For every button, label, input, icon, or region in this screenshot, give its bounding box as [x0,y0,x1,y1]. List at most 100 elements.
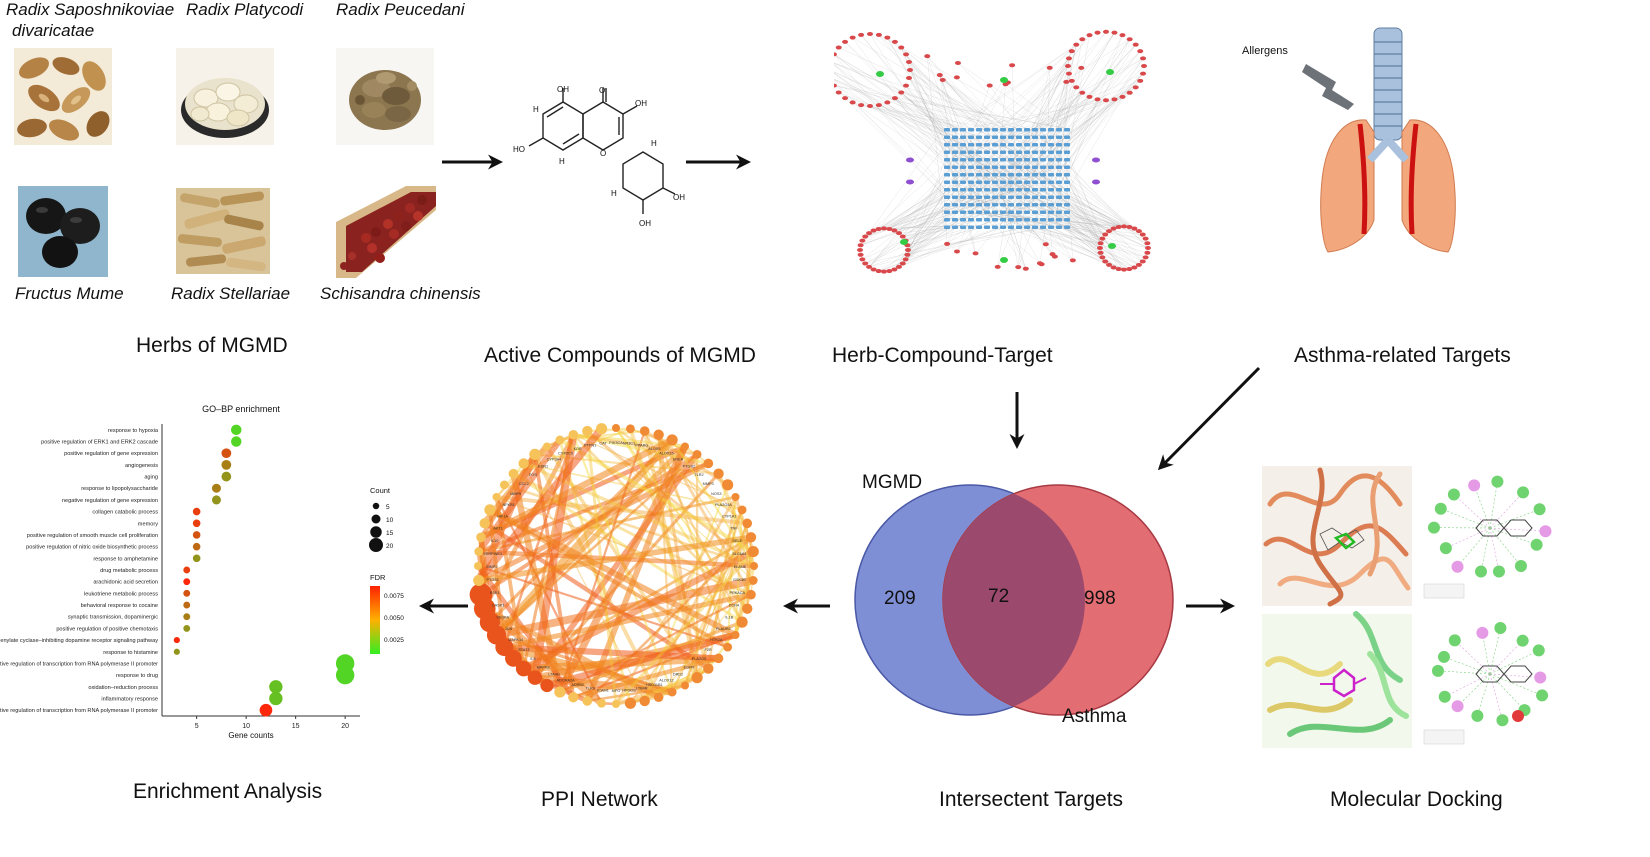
compound-node [1086,94,1093,99]
ppi-node-label: IL10 [491,539,498,543]
compound-node [1142,236,1149,241]
data-point [183,589,191,597]
compound-node [1097,250,1104,255]
ppi-node-label: ICAM1 [597,688,609,692]
allergens-label: Allergens [1242,45,1288,57]
compound-node [1126,267,1133,272]
target-node [984,195,990,199]
ppi-node [626,424,635,434]
atom-H-2p: H [651,139,657,148]
compound-node [1042,242,1049,247]
y-tick-label: positive regulation of ERK1 and ERK2 cas… [41,440,158,446]
target-node [976,150,982,154]
ppi-edge [614,496,737,705]
herb-node [1000,77,1008,83]
ppi-edge [488,507,737,638]
compound-node [881,269,887,274]
ppi-node [568,692,579,703]
target-node [1032,210,1038,214]
compound-node [986,83,993,88]
compound-node [858,32,865,37]
ppi-node-label: NR3C1 [623,442,635,446]
target-node [1008,158,1014,162]
compound-node [1121,267,1127,272]
target-node [1008,128,1014,132]
x-tick-label: 20 [341,723,349,730]
compound-node [1115,267,1122,272]
y-tick-label: positive regulation of gene expression [64,451,158,457]
panel-label-asthma: Asthma-related Targets [1294,344,1511,367]
target-node [1056,225,1062,229]
target-node [944,195,950,199]
compound-node [849,35,856,40]
compound-node [1079,37,1086,42]
compound-node [903,83,910,88]
compound-node [1094,97,1101,102]
compound-node [835,45,842,50]
atom-H-8: H [559,157,565,166]
residue-node [1476,626,1489,639]
target-node [952,173,958,177]
compound-node [1106,262,1113,267]
ppi-node-label: HSD11B1 [646,683,663,687]
target-node [1056,150,1062,154]
target-node [1040,203,1046,207]
compound-node [944,241,951,246]
target-node [952,128,958,132]
y-tick-label: positive regulation of nitric oxide bios… [26,545,158,551]
ppi-node-label: NFKB1 [502,503,514,507]
chart-title: GO–BP enrichment [202,404,280,414]
ppi-node [746,589,756,600]
panel-label-enrichment: Enrichment Analysis [133,780,323,803]
y-tick-label: arachidonic acid secretion [93,580,158,586]
target-node [1024,150,1030,154]
target-node [960,143,966,147]
target-node [1000,203,1006,207]
compound-node [953,249,960,254]
ppi-edge [572,433,749,610]
target-node [992,128,998,132]
target-node [952,210,958,214]
data-point [221,471,232,482]
target-node [1024,128,1030,132]
compound-node [1073,85,1080,90]
ppi-node-label: PPARG [635,444,648,448]
herb-5-name: Radix Stellariae [171,284,291,303]
venn-intersection [943,485,1085,715]
ppi-edge [586,430,754,581]
ppi-edge [478,534,752,584]
compound-node [858,103,865,108]
target-node [960,135,966,139]
target-node [976,158,982,162]
ppi-node [747,545,759,558]
residue-node [1475,565,1488,578]
ppi-node [568,429,579,440]
ppi-node [703,663,714,674]
data-point [173,648,180,655]
data-point [183,566,191,574]
ppi-edge [495,462,525,498]
ppi-node-label: MMP9 [510,492,521,496]
herb-photo-stellariae [176,188,270,274]
y-tick-label: response to amphetamine [93,556,158,562]
ppi-node [474,547,484,556]
hct-edges [834,31,1149,272]
size-legend-dot [370,526,382,538]
data-point [211,495,221,505]
target-node [1048,225,1054,229]
target-node [1032,203,1038,207]
herb-photo-mume [18,186,108,277]
ppi-node [612,424,620,432]
target-node [1016,210,1022,214]
target-node [1032,225,1038,229]
target-node [1000,150,1006,154]
target-node [1016,225,1022,229]
target-node [1032,188,1038,192]
target-node [960,150,966,154]
compound-node [1102,259,1109,264]
compound-node [1126,90,1133,95]
compound-node [1111,97,1118,102]
target-node [992,165,998,169]
ppi-node [722,479,734,491]
y-tick-label: positive regulation of smooth muscle cel… [27,533,158,539]
